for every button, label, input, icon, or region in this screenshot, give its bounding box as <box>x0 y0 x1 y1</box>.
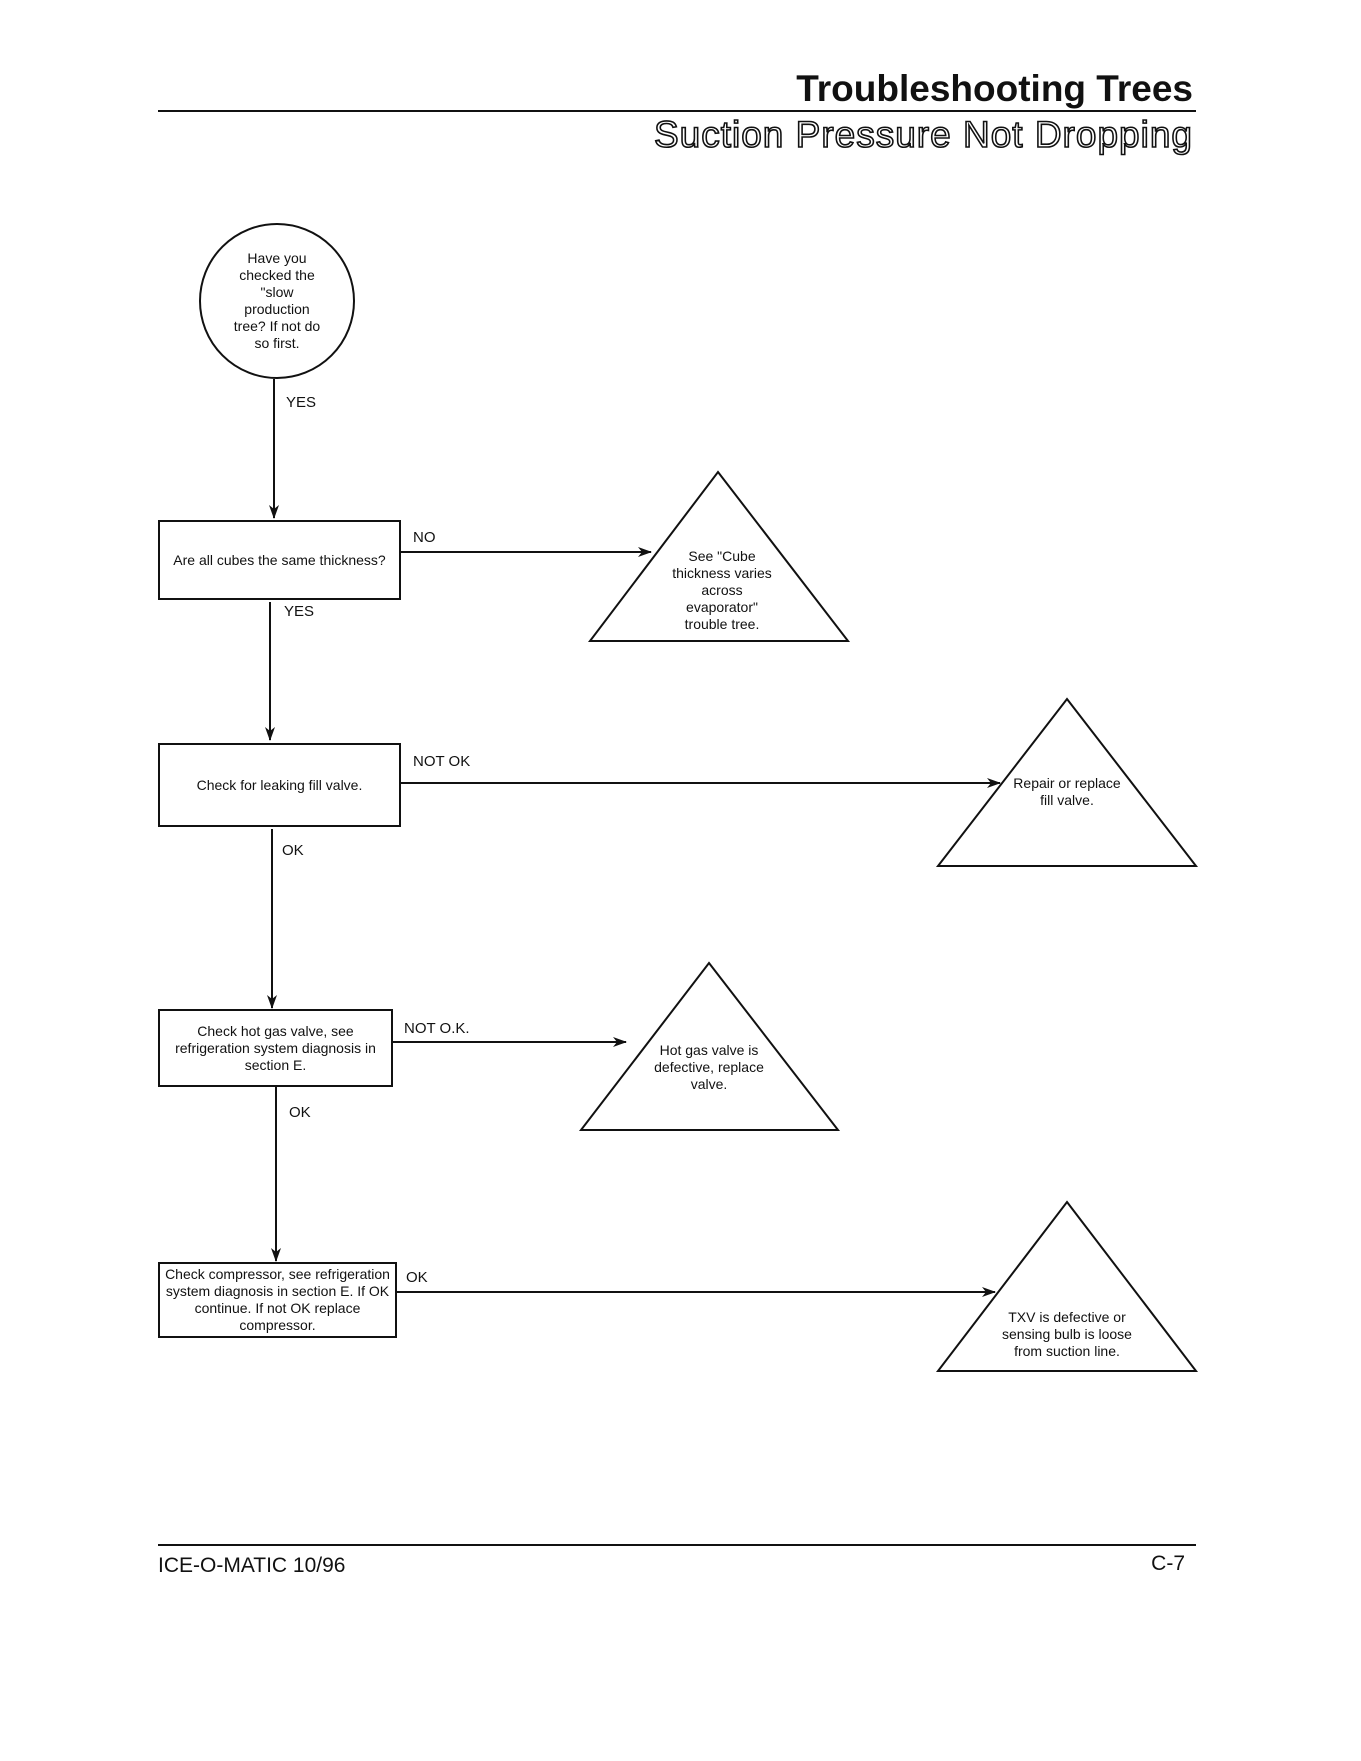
edge-label-fill-not-ok: NOT OK <box>413 753 471 770</box>
edge-label-hot-gas-ok: OK <box>289 1104 311 1121</box>
edge-label-hot-gas-not-ok: NOT O.K. <box>404 1020 470 1037</box>
outcome-triangle-repair-fill <box>935 697 1199 867</box>
hot-gas-check-box: Check hot gas valve, see refrigeration s… <box>158 1009 393 1087</box>
outcome-triangle-cube-thickness <box>587 470 851 642</box>
edge-label-compressor-ok: OK <box>406 1269 428 1286</box>
edge-label-start-yes: YES <box>286 394 317 411</box>
compressor-check-box: Check compressor, see refrigeration syst… <box>158 1262 397 1338</box>
footer-publisher: ICE-O-MATIC 10/96 <box>158 1554 346 1577</box>
edge-label-fill-ok: OK <box>282 842 304 859</box>
outcome-triangle-hot-gas <box>578 961 841 1131</box>
outcome-hot-gas-text: Hot gas valve is defective, replace valv… <box>654 1042 764 1092</box>
edge-label-cubes-no: NO <box>413 529 436 546</box>
hot-gas-check-text: Check hot gas valve, see refrigeration s… <box>175 1022 376 1073</box>
cubes-thickness-check-text: Are all cubes the same thickness? <box>173 551 386 568</box>
footer-rule <box>158 1544 1196 1546</box>
outcome-txv-text: TXV is defective or sensing bulb is loos… <box>1002 1309 1132 1359</box>
outcome-cube-thickness-text: See "Cube thickness varies across evapor… <box>672 548 772 632</box>
fill-valve-check-text: Check for leaking fill valve. <box>196 776 363 793</box>
start-question-text: Have you checked the "slow production tr… <box>233 250 321 351</box>
footer-page-number: C-7 <box>1151 1552 1185 1575</box>
page-subtitle: Suction Pressure Not Dropping <box>653 113 1193 156</box>
header-rule <box>158 110 1196 112</box>
fill-valve-check-box: Check for leaking fill valve. <box>158 743 401 827</box>
start-question-circle: Have you checked the "slow production tr… <box>199 223 355 379</box>
cubes-thickness-check-box: Are all cubes the same thickness? <box>158 520 401 600</box>
page-title: Troubleshooting Trees <box>796 68 1193 109</box>
compressor-check-text: Check compressor, see refrigeration syst… <box>165 1266 390 1333</box>
outcome-repair-fill-text: Repair or replace fill valve. <box>1013 775 1121 808</box>
outcome-triangle-txv <box>935 1200 1199 1372</box>
edge-label-cubes-yes: YES <box>284 603 315 620</box>
